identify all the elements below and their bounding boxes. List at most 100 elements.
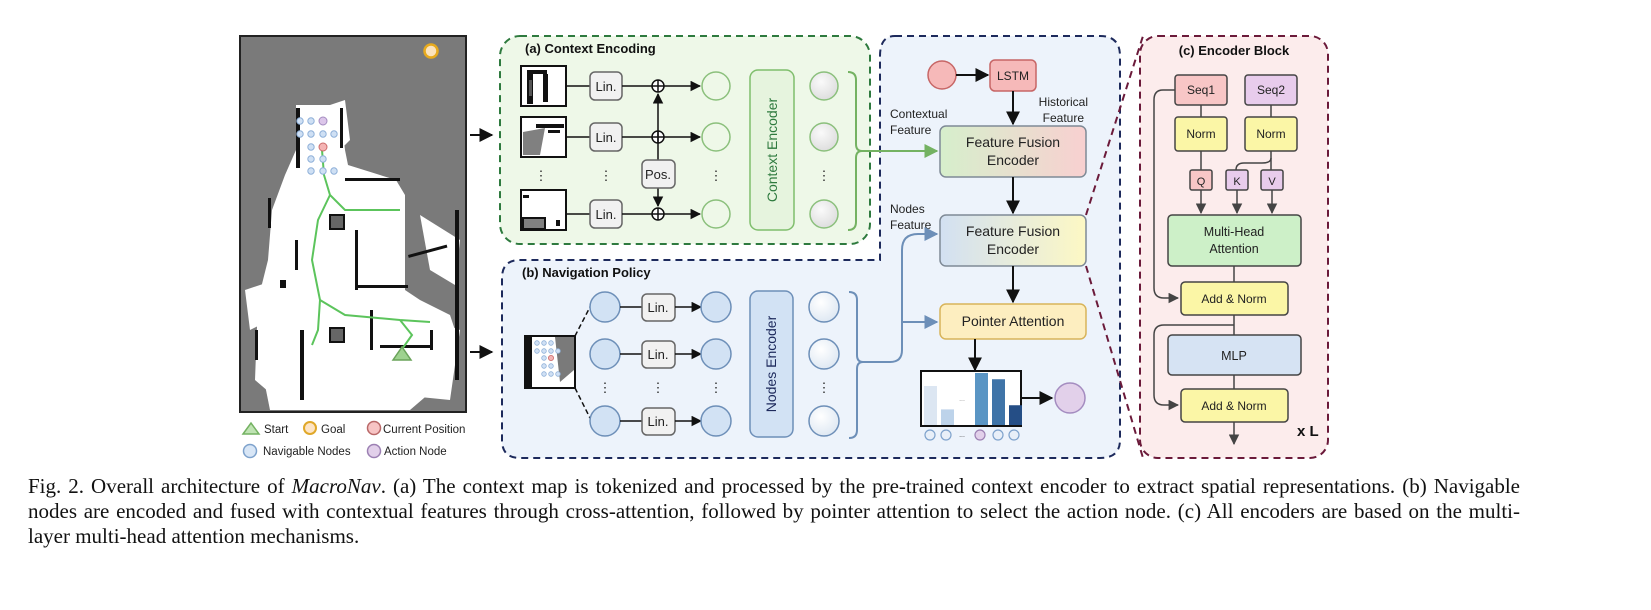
candidate-node xyxy=(924,429,936,441)
map-start-marker xyxy=(391,345,413,361)
candidate-action-node xyxy=(974,429,986,441)
mha-label: Attention xyxy=(1209,242,1258,256)
historical-feature-label: Feature xyxy=(1043,111,1085,125)
ellipsis: ⋮ xyxy=(599,380,612,395)
contextual-feature-label: Feature xyxy=(890,123,932,137)
residual-connection-1 xyxy=(1153,89,1180,304)
action-node-legend-label: Action Node xyxy=(384,446,447,458)
start-legend-label: Start xyxy=(264,424,289,436)
lin-label: Lin. xyxy=(596,130,617,145)
current-position-legend-label: Current Position xyxy=(383,424,465,436)
k-label: K xyxy=(1233,176,1241,188)
map-current-position xyxy=(318,142,328,152)
node-row-3: Lin. xyxy=(589,405,732,437)
contextual-feature-label: Contextual xyxy=(890,107,947,121)
ellipsis: ⋮ xyxy=(818,380,831,395)
pos-label: Pos. xyxy=(645,167,671,182)
fusion-encoder-2-label: Encoder xyxy=(987,241,1039,257)
map-action-node xyxy=(318,116,328,126)
current-position-legend-icon xyxy=(366,420,382,436)
ellipsis: ⋮ xyxy=(652,380,665,395)
seq2-label: Seq2 xyxy=(1257,83,1285,97)
map-goal-marker xyxy=(423,43,439,59)
layer-repeat-label: x L xyxy=(1297,423,1319,440)
navigable-nodes-legend-icon xyxy=(242,443,258,459)
lin-label: Lin. xyxy=(596,207,617,222)
node-embedding xyxy=(700,291,732,323)
q-label: Q xyxy=(1197,176,1206,188)
lin-label: Lin. xyxy=(648,347,669,362)
candidate-node-row: ... xyxy=(924,429,1020,441)
zoom-connector-bottom xyxy=(1085,265,1144,459)
bar-ellipsis: ... xyxy=(959,396,965,403)
attention-distribution-chart xyxy=(920,370,1022,427)
context-token xyxy=(701,71,731,101)
zoom-line-bottom xyxy=(574,387,591,419)
v-label: V xyxy=(1268,176,1276,188)
zoom-connector-top xyxy=(1085,35,1144,216)
ellipsis: ⋮ xyxy=(600,168,613,183)
node-output-token xyxy=(808,291,840,323)
norm-label: Norm xyxy=(1186,127,1215,141)
attention-bar xyxy=(992,379,1005,425)
selected-action-node xyxy=(1054,382,1086,414)
fusion-encoder-1-label: Feature Fusion xyxy=(966,134,1060,150)
add-op-icon xyxy=(651,207,665,221)
add-op-icon xyxy=(651,79,665,93)
navigation-policy-title: (b) Navigation Policy xyxy=(522,265,651,280)
map-legend: Start Goal Current Position Navigable No… xyxy=(241,420,465,459)
lin-label: Lin. xyxy=(648,300,669,315)
multi-head-attention-box xyxy=(1167,214,1302,267)
context-row-2: Lin. xyxy=(566,122,731,152)
lstm-label: LSTM xyxy=(997,69,1029,83)
pos-embedding-box xyxy=(641,159,676,189)
attention-bar xyxy=(924,386,937,425)
nodes-feature-label: Nodes xyxy=(890,202,925,216)
candidate-ellipsis: ... xyxy=(959,432,965,439)
nodes-feature-label: Feature xyxy=(890,218,932,232)
architecture-diagram: Start Goal Current Position Navigable No… xyxy=(239,35,1329,459)
node-token xyxy=(589,405,621,437)
caption-prefix: Fig. 2. Overall architecture of xyxy=(28,474,292,498)
node-embedding xyxy=(700,338,732,370)
node-token xyxy=(589,338,621,370)
map-patch-2 xyxy=(520,116,567,158)
figure-caption: Fig. 2. Overall architecture of MacroNav… xyxy=(28,474,1520,549)
attention-bar xyxy=(975,373,988,425)
context-token xyxy=(701,122,731,152)
add-norm-label: Add & Norm xyxy=(1201,399,1266,413)
lin-label: Lin. xyxy=(648,414,669,429)
fusion-encoder-1-label: Encoder xyxy=(987,152,1039,168)
candidate-node xyxy=(992,429,1004,441)
node-row-1: Lin. xyxy=(589,291,732,323)
lin-label: Lin. xyxy=(596,79,617,94)
norm-label: Norm xyxy=(1256,127,1285,141)
map-trajectory xyxy=(310,149,431,353)
map-patch-1 xyxy=(520,65,567,107)
attention-bar xyxy=(941,409,954,425)
goal-legend-icon xyxy=(303,421,317,435)
residual-connection-2 xyxy=(1153,324,1234,411)
candidate-node xyxy=(1008,429,1020,441)
context-row-3: Lin. xyxy=(566,199,731,229)
ellipsis: ⋮ xyxy=(818,168,831,183)
goal-legend-label: Goal xyxy=(321,424,345,436)
node-row-2: Lin. xyxy=(589,338,732,370)
add-norm-label: Add & Norm xyxy=(1201,292,1266,306)
context-token xyxy=(701,199,731,229)
context-encoder-box xyxy=(749,69,795,231)
ellipsis: ⋮ xyxy=(535,168,548,183)
nodes-encoder-label: Nodes Encoder xyxy=(763,315,779,412)
context-output-token xyxy=(809,199,839,229)
context-output-token xyxy=(809,71,839,101)
seq1-label: Seq1 xyxy=(1187,83,1215,97)
historical-feature-label: Historical xyxy=(1039,95,1088,109)
navigable-nodes-legend-label: Navigable Nodes xyxy=(263,446,351,458)
action-node-legend-icon xyxy=(366,443,382,459)
start-legend-icon xyxy=(241,421,261,435)
zoom-line-top xyxy=(574,306,591,337)
fusion-encoder-2-label: Feature Fusion xyxy=(966,223,1060,239)
pointer-attention-label: Pointer Attention xyxy=(962,313,1065,329)
context-output-token xyxy=(809,122,839,152)
mha-label: Multi-Head xyxy=(1204,225,1264,239)
